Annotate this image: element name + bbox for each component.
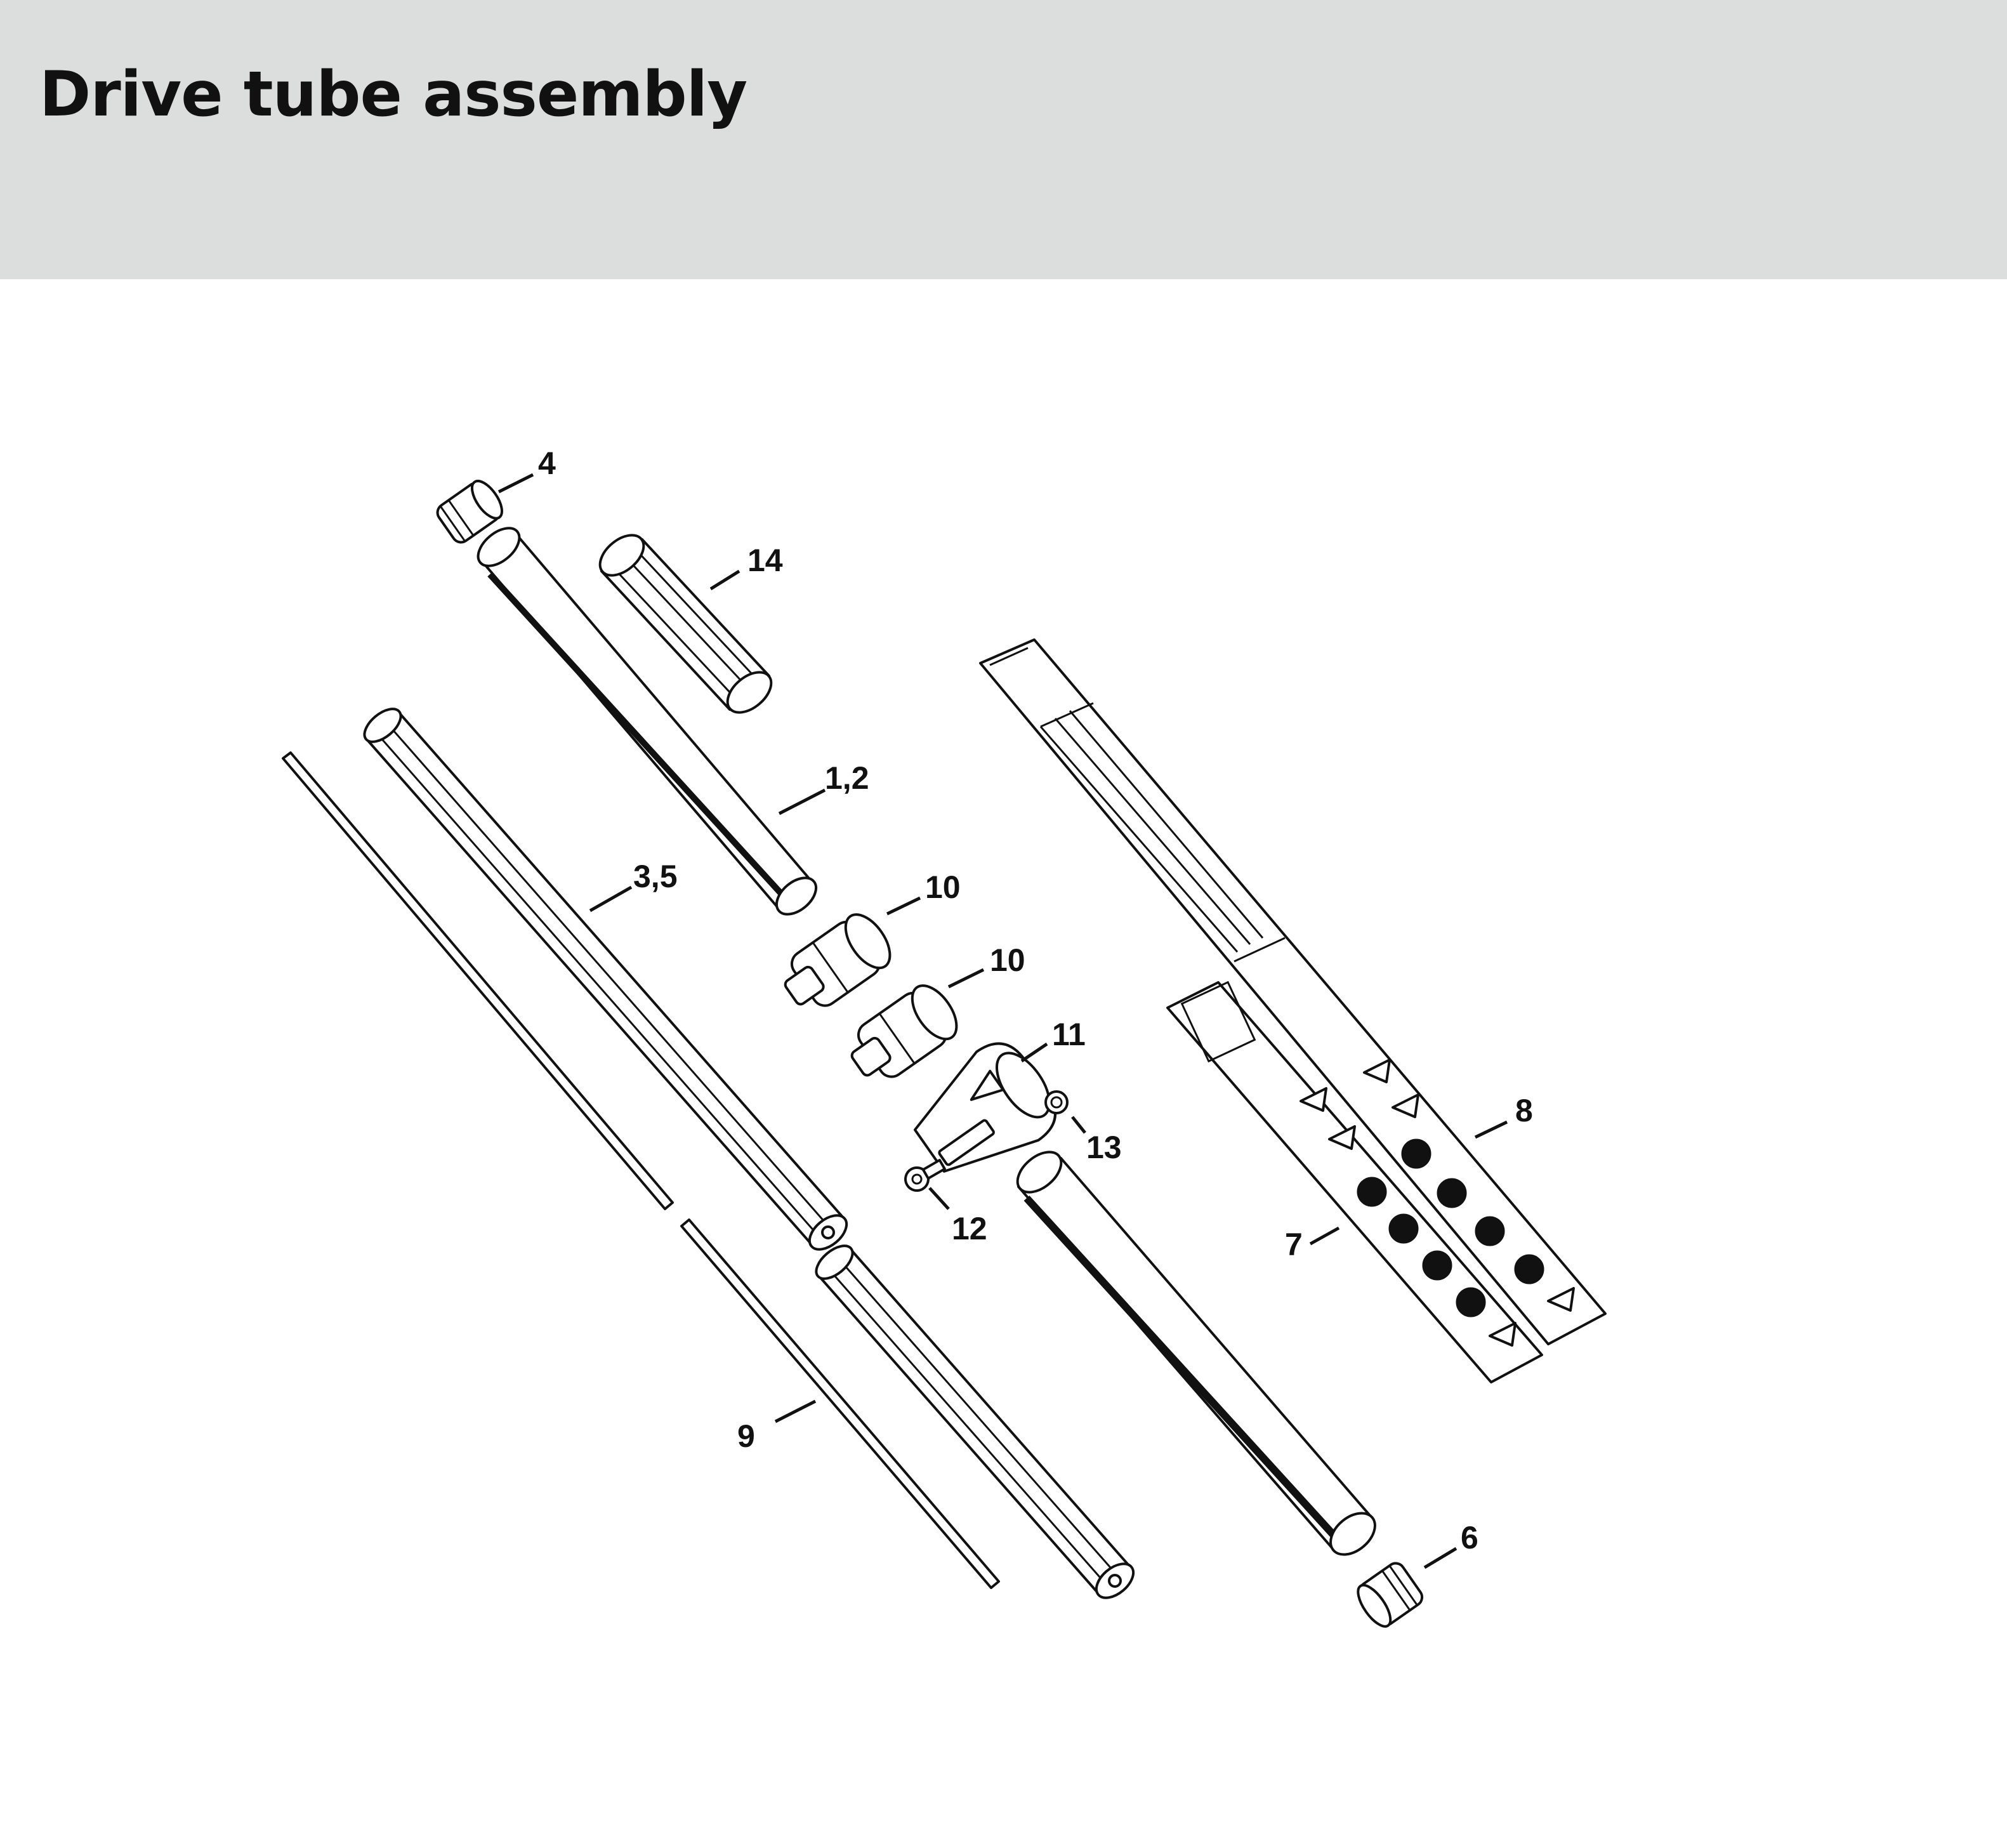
header-band: Drive tube assembly (0, 0, 2007, 279)
callout-10-upper: 10 (925, 869, 961, 905)
leader-lines (497, 473, 1508, 1569)
callouts: 4 14 1,2 3,5 10 10 11 13 12 8 7 9 6 (538, 446, 1533, 1555)
callout-10-lower: 10 (990, 942, 1025, 978)
page-title: Drive tube assembly (39, 58, 747, 131)
part-3-5-upper-shaft-housing (363, 708, 848, 1251)
callout-11: 11 (1052, 1017, 1086, 1052)
part-12-screw (904, 1159, 946, 1192)
callout-3-5: 3,5 (633, 859, 678, 894)
callout-4: 4 (538, 446, 556, 481)
part-13-nut (1044, 1090, 1069, 1114)
part-9-drive-shaft (282, 751, 1000, 1589)
part-7-decal-strip (1166, 980, 1543, 1383)
part-10-clamp-lower (850, 984, 958, 1078)
callout-14: 14 (747, 543, 783, 578)
callout-12: 12 (952, 1211, 987, 1246)
part-1-2-lower-tube (1016, 1151, 1376, 1556)
callout-6: 6 (1461, 1520, 1478, 1555)
part-3-5-lower-shaft-housing (815, 1244, 1135, 1599)
part-6-end-cap (1357, 1562, 1424, 1628)
part-4-end-cap (436, 480, 503, 544)
callout-8: 8 (1515, 1093, 1533, 1128)
part-8-decal-strip (979, 638, 1607, 1345)
part-14-splined-sleeve (598, 534, 773, 714)
callout-7: 7 (1285, 1227, 1303, 1262)
callout-9: 9 (737, 1418, 755, 1454)
callout-1-2: 1,2 (825, 760, 869, 796)
part-11-handle-mount (913, 1042, 1057, 1173)
part-10-clamp-upper (784, 913, 892, 1007)
callout-13: 13 (1086, 1130, 1122, 1165)
part-1-2-upper-tube (477, 527, 817, 916)
